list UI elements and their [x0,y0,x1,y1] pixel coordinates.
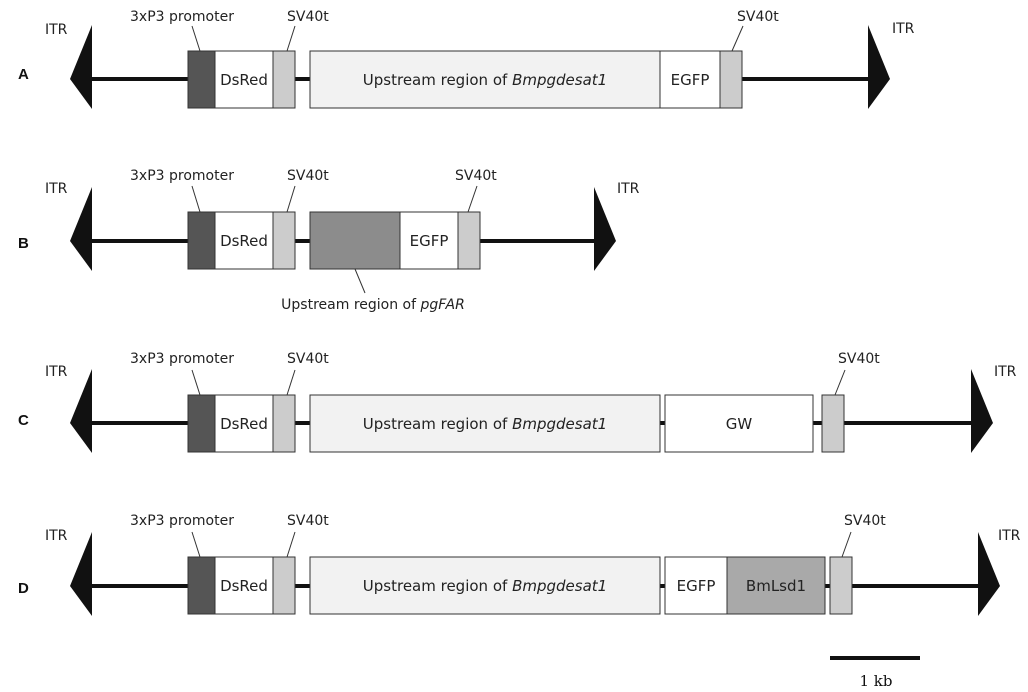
promoter-leader [191,531,201,558]
upstream-box [309,556,661,615]
panel-a: A ITR ITR 3xP3 promoter DsRed SV40t Upst… [18,9,915,109]
sv40t-leader-2 [834,369,846,396]
promoter-box [187,211,216,270]
dsred-label: DsRed [220,71,268,89]
promoter-box [187,556,216,615]
sv40t-leader-1 [286,369,296,396]
egfp-box [664,556,728,615]
panel-letter: C [18,412,29,429]
gw-label: GW [726,415,753,433]
sv40t-box-2 [719,50,743,109]
promoter-label: 3xP3 promoter [130,513,234,529]
upstream-label: Upstream region of Bmpgdesat1 [363,577,607,595]
right-itr-label: ITR [994,364,1017,380]
right-itr-arrow [594,187,616,271]
pgfar-label: Upstream region of pgFAR [281,297,465,313]
sv40t-box-1 [272,394,296,453]
sv40t-box-1 [272,211,296,270]
panel-d: D ITR ITR 3xP3 promoter DsRed SV40t Upst… [18,513,1021,616]
right-itr-arrow [978,532,1000,616]
left-itr-arrow [70,25,92,109]
sv40t-box-1 [272,50,296,109]
sv40t-box-1 [272,556,296,615]
sv40t-label-2: SV40t [838,351,880,367]
pgfar-upstream-box [309,211,401,270]
sv40t-label-1: SV40t [287,168,329,184]
promoter-label: 3xP3 promoter [130,9,234,25]
promoter-leader [191,369,201,396]
sv40t-label-1: SV40t [287,513,329,529]
sv40t-leader-1 [286,531,296,558]
promoter-label: 3xP3 promoter [130,351,234,367]
panel-c: C ITR ITR 3xP3 promoter DsRed SV40t Upst… [18,351,1017,453]
sv40t-label-2: SV40t [844,513,886,529]
right-itr-arrow [971,369,993,453]
bmlsd1-label: BmLsd1 [746,577,806,595]
sv40t-label-2: SV40t [455,168,497,184]
dsred-label: DsRed [220,232,268,250]
egfp-label: EGFP [410,232,449,250]
left-itr-arrow [70,187,92,271]
right-itr-label: ITR [617,181,640,197]
dsred-box [214,394,274,453]
dsred-box [214,556,274,615]
egfp-label: EGFP [677,577,716,595]
right-itr-label: ITR [892,21,915,37]
promoter-label: 3xP3 promoter [130,168,234,184]
sv40t-label-1: SV40t [287,9,329,25]
upstream-label: Upstream region of Bmpgdesat1 [363,415,607,433]
dsred-label: DsRed [220,415,268,433]
sv40t-leader-2 [841,531,852,558]
left-itr-label: ITR [45,22,68,38]
panel-letter: B [18,235,29,252]
promoter-box [187,50,216,109]
right-itr-arrow [868,25,890,109]
sv40t-leader-2 [731,25,744,52]
scale-bar: 1 kb [830,656,920,690]
panel-b: B ITR ITR 3xP3 promoter DsRed SV40t Upst… [18,168,640,313]
upstream-box [309,50,661,109]
upstream-label: Upstream region of Bmpgdesat1 [363,71,607,89]
sv40t-leader-1 [286,25,296,52]
left-itr-arrow [70,369,92,453]
gw-box [664,394,814,453]
sv40t-box-2 [829,556,853,615]
sv40t-leader-2 [467,185,478,213]
bmlsd1-box [726,556,826,615]
sv40t-box-2 [821,394,845,453]
promoter-leader [191,185,201,213]
left-itr-label: ITR [45,181,68,197]
sv40t-leader-1 [286,185,296,213]
dsred-box [214,211,274,270]
sv40t-label-2: SV40t [737,9,779,25]
scale-bar-label: 1 kb [859,672,892,690]
sv40t-label-1: SV40t [287,351,329,367]
left-itr-label: ITR [45,528,68,544]
panel-letter: D [18,580,29,597]
dsred-label: DsRed [220,577,268,595]
right-itr-label: ITR [998,528,1021,544]
left-itr-arrow [70,532,92,616]
sv40t-box-2 [457,211,481,270]
promoter-box [187,394,216,453]
egfp-label: EGFP [671,71,710,89]
egfp-box [659,50,721,109]
pgfar-leader [354,268,366,294]
panel-letter: A [18,66,29,83]
left-itr-label: ITR [45,364,68,380]
promoter-leader [191,25,201,52]
upstream-box [309,394,661,453]
